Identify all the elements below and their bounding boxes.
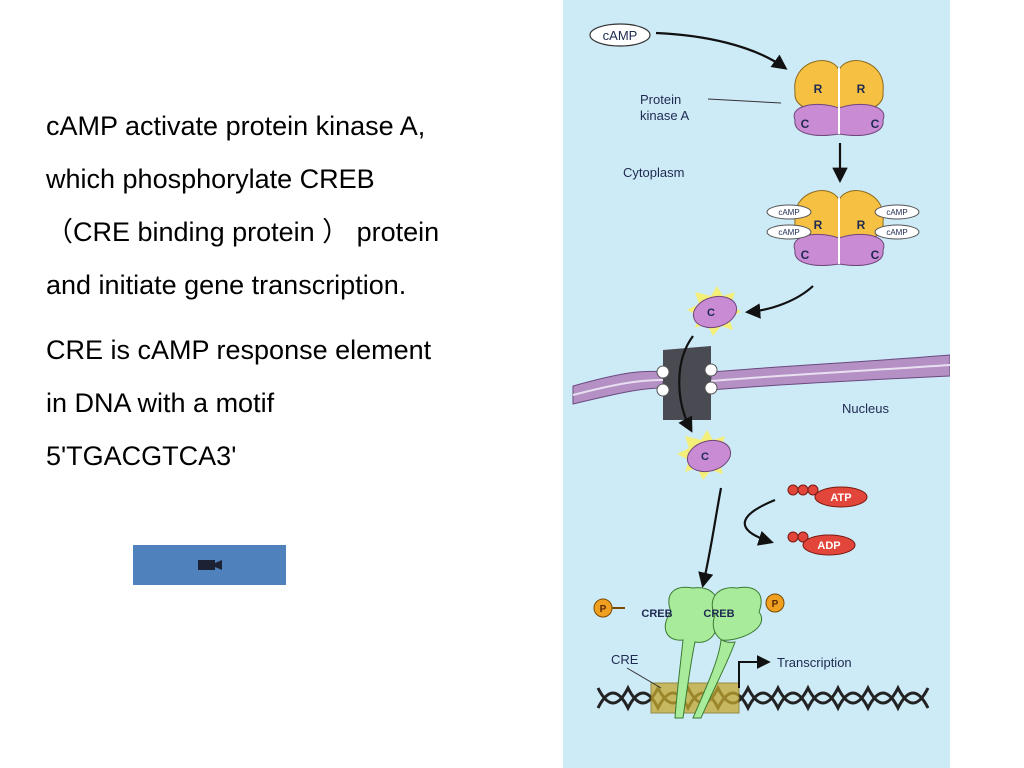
text-line: in DNA with a motif [46,388,275,418]
adp-molecule [787,531,856,556]
camp-molecule [589,23,651,47]
text-line: 5'TGACGTCA3' [46,441,237,471]
nuclear-envelope [572,346,950,420]
arrow-atp-to-adp [743,498,776,546]
paragraph-cre: CRE is cAMP response element in DNA with… [46,324,556,483]
phosphate-label: P [600,604,607,615]
arrow-phosphorylate-creb [698,487,723,589]
arrow-nuclear-import [678,335,694,433]
subunit-r-label: R [814,82,823,96]
atp-molecule [787,484,868,508]
text-line: which phosphorylate CREB [46,164,375,194]
creb-left-label: CREB [641,608,672,620]
camera-icon [198,560,222,570]
phosphate-label: P [772,599,779,610]
text-line: cAMP activate protein kinase A, [46,111,426,141]
protein-kinase-a-inactive [793,60,885,136]
pka-label-line2: kinase A [640,108,689,123]
video-link-button[interactable] [133,545,286,585]
cre-site [650,682,740,714]
paragraph-camp-pka: cAMP activate protein kinase A, which ph… [46,100,556,312]
creb-right-label: CREB [703,608,734,620]
camp-label: cAMP [603,28,638,43]
subunit-c-label: C [871,248,880,262]
text-line: CRE is cAMP response element [46,335,432,365]
subunit-r-label: R [857,82,866,96]
subunit-c-label: C [871,117,880,131]
subunit-c-label: C [801,248,810,262]
explanation-text: cAMP activate protein kinase A, which ph… [46,100,556,483]
transcription-label: Transcription [777,655,852,670]
text-line: and initiate gene transcription. [46,270,407,300]
arrow-camp-to-pka [655,31,788,70]
nucleus-label: Nucleus [842,401,889,416]
subunit-c-label: C [801,117,810,131]
bound-camp-label: cAMP [778,228,799,237]
dna-double-helix [596,684,930,712]
catalytic-subunit-free [687,286,741,336]
catalytic-subunit-nuclear [677,430,732,480]
cre-leader-line [626,667,662,689]
text-line: （CRE binding protein ） protein [46,217,440,247]
subunit-r-label: R [857,218,866,232]
subunit-c-label: C [707,307,715,319]
protein-kinase-a-camp-bound [766,190,920,266]
pka-label-line1: Protein [640,92,681,107]
creb-dimer [664,586,762,719]
arrow-release-catalytic [744,285,814,319]
pathway-svg: cAMP R R C C Protein kinase A Cytoplasm … [572,23,950,719]
camp-creb-pathway-diagram: cAMP R R C C Protein kinase A Cytoplasm … [563,0,950,768]
phosphate-right [765,593,785,613]
bound-camp-label: cAMP [886,208,907,217]
bound-camp-label: cAMP [886,228,907,237]
subunit-c-label: C [701,451,709,463]
cytoplasm-label: Cytoplasm [623,165,684,180]
transcription-arrow [738,655,771,688]
pka-leader-line [707,98,782,104]
adp-label: ADP [817,540,840,552]
atp-label: ATP [830,492,851,504]
bound-camp-label: cAMP [778,208,799,217]
subunit-r-label: R [814,218,823,232]
cre-label: CRE [611,652,639,667]
